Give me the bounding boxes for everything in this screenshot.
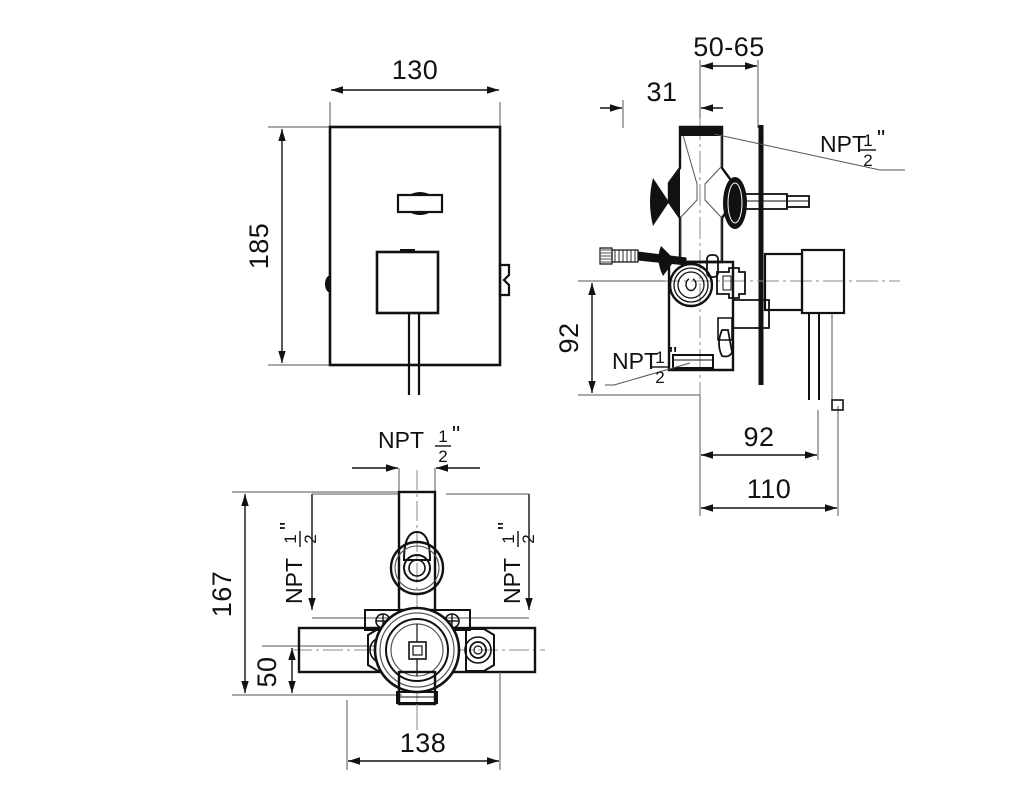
npt-callout-bottom-denominator: 2 [655, 368, 664, 387]
npt-plan-right-word: NPT [499, 558, 525, 604]
dimension-31: 31 [600, 77, 723, 128]
npt-callout-top-inch: " [877, 125, 885, 151]
npt-callout-top-numerator: 1 [863, 131, 872, 150]
npt-plan-left-inch: " [275, 522, 301, 530]
dimension-130: 130 [329, 55, 501, 128]
valve-mid-body [599, 246, 770, 372]
dimension-110: 110 [699, 399, 844, 516]
dimension-label-92-horizontal: 92 [743, 422, 774, 452]
plan-view: NPT 1 2 " 167 50 [207, 421, 545, 770]
npt-plan-left-numerator: 1 [281, 534, 300, 543]
npt-plan-right-numerator: 1 [499, 534, 518, 543]
handle-end-marker [831, 399, 844, 411]
dimension-185: 185 [244, 126, 336, 366]
dimension-label-31: 31 [646, 77, 677, 107]
dimension-label-110: 110 [747, 474, 792, 504]
npt-plan-right-inch: " [493, 522, 519, 530]
dimension-label-167: 167 [207, 571, 237, 618]
dimension-label-130: 130 [392, 55, 439, 85]
dimension-label-138: 138 [400, 728, 447, 758]
npt-callout-plan-top: NPT 1 2 " [352, 421, 480, 492]
npt-callout-bottom-numerator: 1 [655, 348, 664, 367]
diverter-slot [396, 192, 444, 215]
npt-callout-top-denominator: 2 [863, 151, 872, 170]
npt-plan-left-denominator: 2 [301, 534, 320, 543]
side-section-view: 50-65 31 [554, 32, 905, 516]
wall-anchor-screw [599, 247, 687, 266]
npt-plan-left-word: NPT [281, 558, 307, 604]
dimension-label-50-65: 50-65 [693, 32, 765, 62]
handle-assembly-side [763, 248, 846, 410]
dimension-167: 167 [207, 491, 402, 696]
npt-plan-top-word: NPT [378, 427, 424, 453]
npt-plan-top-denominator: 2 [438, 447, 447, 466]
npt-plan-top-numerator: 1 [438, 427, 447, 446]
plan-valve-body [292, 470, 545, 730]
plate-left-nub [325, 275, 331, 293]
dimension-50-65: 50-65 [693, 32, 765, 128]
npt-callout-bottom-word: NPT [612, 348, 658, 374]
front-plate-view: 130 185 [244, 55, 511, 395]
plate-right-clip [498, 263, 511, 297]
npt-callout-plan-right: NPT 1 2 " [446, 493, 538, 619]
npt-callout-top: NPT 1 2 " [713, 125, 905, 171]
npt-callout-bottom: NPT 1 2 " [605, 342, 691, 387]
npt-callout-top-word: NPT [820, 131, 866, 157]
dimension-label-185: 185 [244, 223, 274, 270]
handle-lever [407, 313, 421, 395]
dimension-50: 50 [252, 645, 396, 696]
npt-plan-top-inch: " [452, 421, 460, 447]
dimension-92-horizontal: 92 [699, 396, 819, 470]
escutcheon-plate-outline [328, 125, 502, 367]
npt-callout-bottom-inch: " [669, 342, 677, 368]
dimension-label-50: 50 [252, 656, 282, 687]
handle-boss-tab [400, 249, 415, 253]
dimension-92-vertical: 92 [554, 280, 700, 396]
npt-plan-right-denominator: 2 [519, 534, 538, 543]
dimension-label-92-vertical: 92 [554, 322, 584, 353]
dimension-138: 138 [346, 672, 501, 770]
